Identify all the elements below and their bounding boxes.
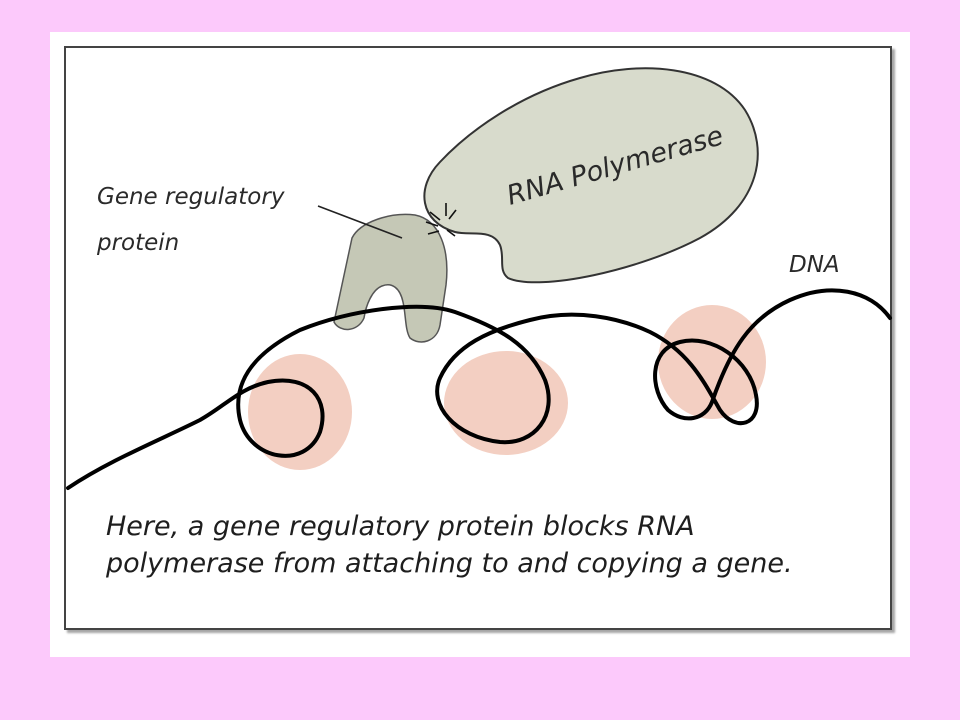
- figure-caption: Here, a gene regulatory protein blocks R…: [106, 508, 866, 582]
- nucleosome-3: [658, 305, 766, 419]
- gene-regulatory-protein-label-line2: protein: [96, 230, 179, 256]
- caption-line-1: Here, a gene regulatory protein blocks R…: [106, 511, 695, 542]
- gene-regulatory-protein-label-line1: Gene regulatory: [97, 184, 285, 210]
- dna-strand: [66, 288, 892, 490]
- rna-polymerase-shape: [423, 67, 759, 284]
- contact-burst-icon: [425, 203, 457, 237]
- dna-label: DNA: [789, 252, 840, 278]
- caption-line-2: polymerase from attaching to and copying…: [106, 548, 793, 579]
- protein-leader-line: [317, 205, 403, 239]
